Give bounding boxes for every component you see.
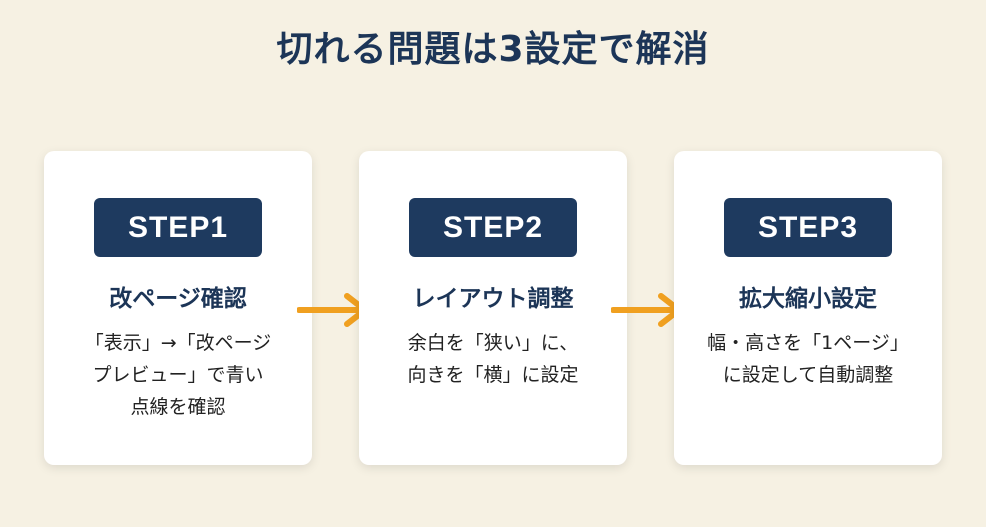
step-title-2: レイアウト調整 [412,286,574,312]
step-1-desc-line-1: 「表示」→「改ページ [84,332,272,354]
step-card-2: STEP2 レイアウト調整 余白を「狭い」に、 向きを「横」に設定 [359,151,627,465]
step-1-desc-line-2: プレビュー」で青い [92,364,264,386]
step-description-3: 幅・高さを「1ページ」 に設定して自動調整 [684,327,932,391]
step-description-1: 「表示」→「改ページ プレビュー」で青い 点線を確認 [54,327,302,423]
step-2-desc-line-1: 余白を「狭い」に、 [407,332,579,354]
step-description-2: 余白を「狭い」に、 向きを「横」に設定 [369,327,617,391]
step-title-1: 改ページ確認 [109,286,247,312]
step-badge-1: STEP1 [94,198,262,257]
step-badge-3: STEP3 [724,198,892,257]
step-3-desc-line-2: に設定して自動調整 [722,364,894,386]
step-title-3: 拡大縮小設定 [739,286,877,312]
step-3-desc-line-1: 幅・高さを「1ページ」 [707,332,909,354]
step-card-1: STEP1 改ページ確認 「表示」→「改ページ プレビュー」で青い 点線を確認 [44,151,312,465]
step-badge-2: STEP2 [409,198,577,257]
step-2-desc-line-2: 向きを「横」に設定 [407,364,579,386]
step-1-desc-line-3: 点線を確認 [130,396,226,418]
page-title: 切れる問題は3設定で解消 [276,29,710,70]
step-card-3: STEP3 拡大縮小設定 幅・高さを「1ページ」 に設定して自動調整 [674,151,942,465]
